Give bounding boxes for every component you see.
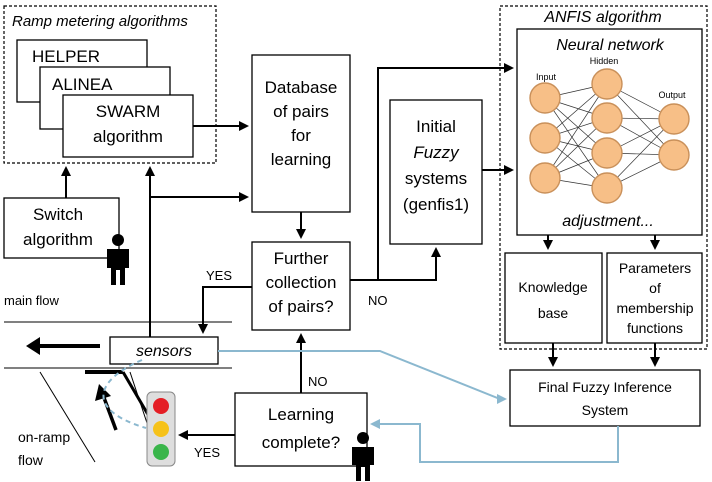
learning-complete-box	[234, 392, 368, 467]
feedback-sensors-to-final	[218, 350, 507, 404]
person-icon	[352, 432, 374, 481]
swarm-label-2: algorithm	[93, 127, 163, 146]
database-label-2: of pairs	[273, 102, 329, 121]
adjustment-label: adjustment...	[562, 213, 654, 230]
parameters-label-2: of	[649, 280, 661, 296]
knowledge-base-box	[504, 252, 603, 344]
database-box	[251, 54, 351, 213]
output-layer-label: Output	[658, 90, 686, 100]
main-flow-label: main flow	[4, 293, 60, 308]
initial-label-4: (genfis1)	[403, 195, 469, 214]
no-label-right: NO	[368, 293, 388, 308]
output-node	[658, 103, 690, 135]
output-node	[658, 139, 690, 171]
hidden-layer-label: Hidden	[590, 56, 619, 66]
parameters-label-3: membership	[616, 300, 693, 316]
on-ramp-label-2: flow	[18, 452, 44, 468]
person-icon	[107, 234, 129, 285]
switch-label-2: algorithm	[23, 230, 93, 249]
switch-algorithm-box	[3, 197, 120, 259]
ramp-edge-left	[39, 371, 96, 463]
helper-label: HELPER	[32, 47, 100, 66]
feedback-sensors-to-light	[102, 359, 147, 429]
database-label-4: learning	[271, 150, 332, 169]
database-label-1: Database	[265, 78, 338, 97]
ramp-group-title: Ramp metering algorithms	[12, 13, 188, 30]
input-node	[529, 122, 561, 154]
on-ramp-arrow	[101, 394, 118, 431]
further-label-2: collection	[266, 273, 337, 292]
final-label-2: System	[582, 402, 629, 418]
on-ramp-arrowhead	[95, 384, 111, 401]
database-label-3: for	[291, 126, 311, 145]
neural-network-graph	[529, 68, 690, 204]
further-label-3: of pairs?	[268, 297, 333, 316]
hidden-node	[591, 102, 623, 134]
swarm-label-1: SWARM	[96, 102, 161, 121]
switch-label-1: Switch	[33, 205, 83, 224]
initial-fuzzy-box	[389, 99, 483, 245]
hidden-node	[591, 172, 623, 204]
further-label-1: Further	[274, 249, 329, 268]
input-node	[529, 82, 561, 114]
knowledge-label-1: Knowledge	[518, 279, 587, 295]
hidden-node	[591, 137, 623, 169]
yes-label-bottom: YES	[194, 445, 220, 460]
learning-label-1: Learning	[268, 405, 334, 424]
ramp-meter-bar-diagonal	[121, 371, 152, 419]
final-fis-box	[509, 369, 701, 427]
no-label-bottom: NO	[308, 374, 328, 389]
knowledge-label-2: base	[538, 305, 569, 321]
arrow-no-to-initial-fuzzy	[378, 247, 441, 281]
input-layer-label: Input	[536, 72, 557, 82]
ramp-metering-group	[3, 5, 217, 164]
anfis-title: ANFIS algorithm	[543, 9, 661, 26]
on-ramp-label-1: on-ramp	[18, 429, 70, 445]
input-node	[529, 162, 561, 194]
parameters-label-1: Parameters	[619, 260, 691, 276]
final-label-1: Final Fuzzy Inference	[538, 379, 672, 395]
neural-network-title: Neural network	[556, 37, 665, 54]
arrow-yes-to-sensors	[198, 286, 252, 334]
arrow-no-to-neural-network	[350, 63, 514, 281]
yes-label-top: YES	[206, 268, 232, 283]
initial-label-3: systems	[405, 169, 467, 188]
parameters-box	[606, 252, 703, 344]
initial-label-2: Fuzzy	[413, 143, 460, 162]
further-collection-box	[251, 241, 351, 331]
main-flow-arrowhead	[26, 337, 40, 355]
initial-label-1: Initial	[416, 117, 456, 136]
traffic-light-icon	[146, 391, 176, 467]
parameters-label-4: functions	[627, 320, 683, 336]
hidden-node	[591, 68, 623, 100]
swarm-box	[62, 94, 194, 158]
learning-label-2: complete?	[262, 433, 340, 452]
sensors-label: sensors	[136, 343, 192, 360]
alinea-label: ALINEA	[52, 75, 113, 94]
feedback-final-to-learning	[370, 419, 619, 463]
